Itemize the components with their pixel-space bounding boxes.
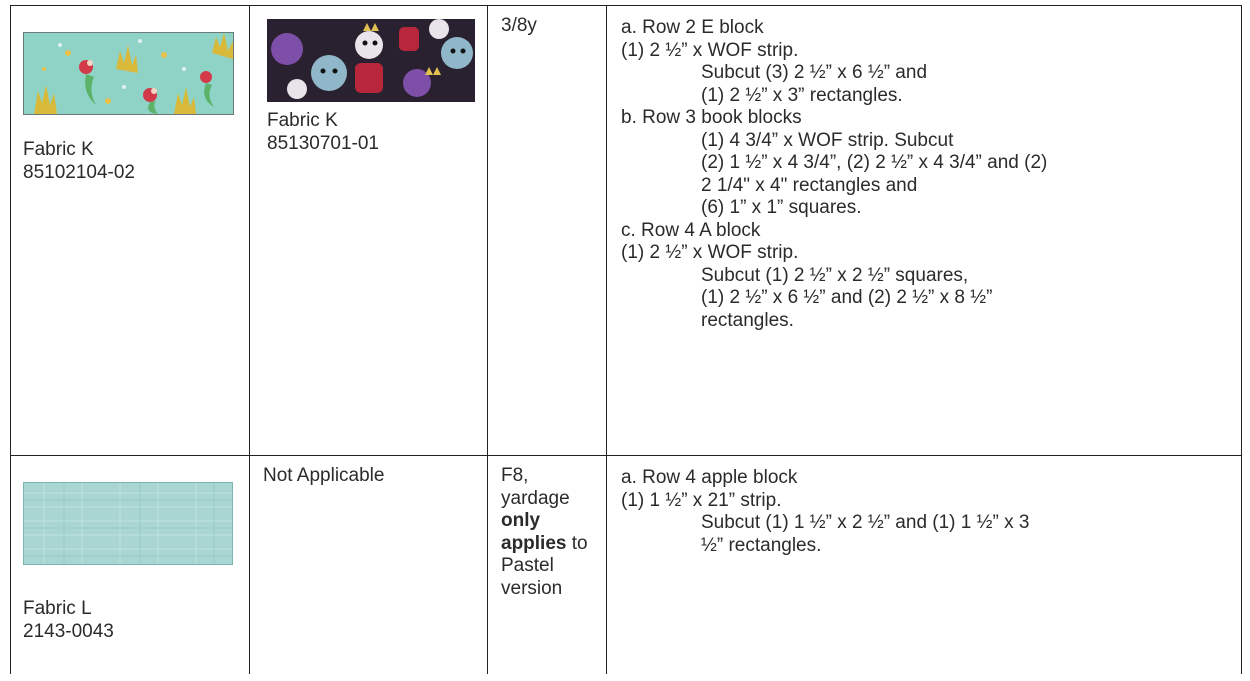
fabric-name: Fabric K [267,110,338,131]
instruction-line: c. Row 4 A block [621,219,761,241]
instruction-line: a. Row 2 E block [621,17,764,38]
instruction-line: ½” rectangles. [701,534,822,556]
fabric-name: Fabric K [23,139,94,160]
yardage-text: to [566,532,588,554]
yardage-line: yardage [501,487,570,509]
instruction-line: a. Row 4 apple block [621,467,798,488]
instruction-line: b. Row 3 book blocks [621,107,802,128]
instruction-line: (1) 2 ½” x 3” rectangles. [701,84,903,106]
fabric-cell: Fabric K 85130701-01 [249,5,488,456]
instruction-line: Subcut (1) 2 ½” x 2 ½” squares, [701,264,969,286]
not-applicable-text: Not Applicable [263,465,385,486]
fabric-code: 85102104-02 [23,161,135,183]
table-row: Fabric K 85102104-02 [10,5,1242,456]
yardage-line: applies to [501,533,594,556]
villains-fabric-swatch [267,19,475,102]
fabric-cell: Not Applicable [249,455,488,674]
yardage-line: Pastel [501,555,554,576]
yardage-cell: F8, yardage only applies to Pastel versi… [487,455,607,674]
instruction-line: rectangles. [701,309,794,331]
yardage-line: F8, [501,465,529,486]
cutting-instructions-cell: a. Row 2 E block (1) 2 ½” x WOF strip. S… [606,5,1242,456]
table-row: Fabric L 2143-0043 Not Applicable F8, ya… [10,455,1242,674]
instruction-line: Subcut (3) 2 ½” x 6 ½” and [701,62,928,83]
instruction-line: 2 1/4" x 4" rectangles and [701,174,918,196]
yardage-line: only [501,510,541,531]
yardage-value: 3/8y [501,15,537,36]
instruction-line: (1) 4 3/4” x WOF strip. Subcut [701,129,954,151]
solid-teal-fabric-swatch [23,482,233,565]
instruction-line: (6) 1” x 1” squares. [701,197,862,218]
cutting-instructions-cell: a. Row 4 apple block (1) 1 ½” x 21” stri… [606,455,1242,674]
yardage-emphasis: applies [501,532,567,554]
fabric-name: Fabric L [23,598,92,619]
fabric-cell: Fabric K 85102104-02 [10,5,250,456]
yardage-cell: 3/8y [487,5,607,456]
instruction-line: (1) 2 ½” x WOF strip. [621,242,799,263]
mermaid-fabric-swatch [23,32,234,115]
cutting-table: Fabric K 85102104-02 [10,5,1242,674]
instruction-line: (1) 2 ½” x WOF strip. [621,39,799,61]
instruction-line: (1) 1 ½” x 21” strip. [621,489,782,511]
instruction-line: (2) 1 ½” x 4 3/4”, (2) 2 ½” x 4 3/4” and… [701,152,1048,173]
fabric-code: 85130701-01 [267,132,379,154]
yardage-line: version [501,577,563,599]
instruction-line: (1) 2 ½” x 6 ½” and (2) 2 ½” x 8 ½” [701,287,993,308]
instruction-line: Subcut (1) 1 ½” x 2 ½” and (1) 1 ½” x 3 [701,512,1030,533]
fabric-code: 2143-0043 [23,620,114,642]
fabric-cell: Fabric L 2143-0043 [10,455,250,674]
